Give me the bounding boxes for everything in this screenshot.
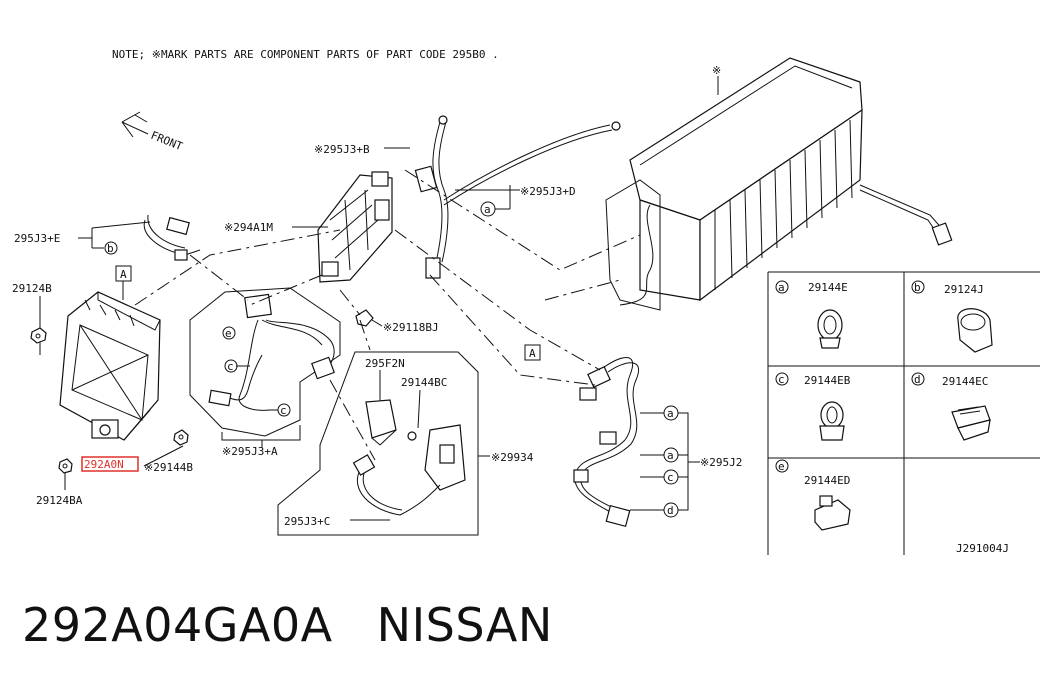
clip-29124j-icon [957, 308, 993, 353]
legend-d-key [911, 372, 925, 386]
clip-29144ed-icon [814, 495, 851, 531]
reference-lines [134, 169, 641, 461]
legend-d-part: 29144EC [942, 375, 988, 388]
label-295j3-b: ※295J3+B [314, 143, 370, 156]
legend-a-key [775, 280, 789, 294]
label-294a1m: ※294A1M [224, 221, 273, 234]
cable-b-drawing [414, 115, 621, 279]
control-unit-drawing [59, 291, 161, 441]
legend-grid [767, 271, 1040, 555]
part-number: 292A04GA0A [22, 598, 333, 652]
ref-box-a-middle [524, 344, 541, 361]
battery-pack-drawing [605, 57, 953, 311]
legend-a-part: 29144E [808, 281, 848, 294]
legend-e-key [775, 459, 789, 473]
brand-name: NISSAN [376, 598, 553, 652]
label-29124b: 29124B [12, 282, 52, 295]
circle-a1-text: a [484, 203, 491, 216]
highlight-box [81, 456, 139, 472]
circle-a3-text: a [667, 449, 674, 462]
circle-c3-text: c [667, 471, 674, 484]
legend-a-key-text: a [778, 281, 785, 294]
label-29124ba: 29124BA [36, 494, 83, 507]
legend-e-part: 29144ED [804, 474, 850, 487]
front-arrow-icon [121, 111, 149, 138]
harness-a-drawing [208, 293, 335, 411]
diagram-code: J291004J [956, 542, 1009, 555]
label-292a0n-highlighted[interactable]: 292A0N [84, 458, 124, 471]
circle-c1-text: c [227, 360, 234, 373]
ref-a-left: A [120, 268, 127, 281]
label-295j2: ※295J2 [700, 456, 742, 469]
circle-d-text: d [667, 504, 674, 517]
nut-29144b-icon [173, 429, 189, 446]
circle-b-callout [104, 241, 118, 255]
circle-a2-text: a [667, 407, 674, 420]
label-295j3-a: ※295J3+A [222, 445, 278, 458]
star-top: ※ [712, 64, 721, 77]
clip-29144eb-icon [819, 401, 845, 441]
legend-d-key-text: d [914, 373, 921, 386]
clip-29144e-icon [817, 309, 843, 349]
legend-b-key [911, 280, 925, 294]
part-caption: 292A04GA0A NISSAN [22, 598, 553, 652]
legend-e-key-text: e [778, 460, 785, 473]
label-295j3-c: 295J3+C [284, 515, 330, 528]
label-29144b: ※29144B [144, 461, 193, 474]
harness-a-region [189, 287, 341, 437]
diagram-note: NOTE; ※MARK PARTS ARE COMPONENT PARTS OF… [112, 48, 499, 61]
bolt-29124b-icon [30, 327, 47, 344]
parts-diagram: NOTE; ※MARK PARTS ARE COMPONENT PARTS OF… [12, 48, 1040, 555]
harness-j2-drawing [573, 357, 639, 528]
label-295j3-d: ※295J3+D [520, 185, 576, 198]
clip-29144ec-icon [951, 405, 991, 441]
circle-e-callout [222, 326, 236, 340]
label-29144bc: 29144BC [401, 376, 447, 389]
label-295j3-e: 295J3+E [14, 232, 60, 245]
label-295f2n: 295F2N [365, 357, 405, 370]
legend-c-part: 29144EB [804, 374, 851, 387]
nut-29124ba-icon [58, 458, 73, 474]
ref-a-middle: A [529, 347, 536, 360]
circle-c2-text: c [280, 404, 287, 417]
front-label: FRONT [149, 129, 185, 154]
legend-c-key [775, 372, 789, 386]
module-29934-drawing [352, 399, 466, 516]
module-region [277, 351, 479, 536]
label-29934: ※29934 [491, 451, 534, 464]
harness-e-drawing [143, 214, 201, 261]
junction-block-drawing [317, 171, 393, 283]
legend-b-part: 29124J [944, 283, 984, 296]
legend-b-key-text: b [914, 281, 921, 294]
legend-c-key-text: c [778, 373, 785, 386]
circle-b-text: b [107, 242, 114, 255]
label-29118bj: ※29118BJ [383, 321, 439, 334]
circle-e-text: e [225, 327, 232, 340]
